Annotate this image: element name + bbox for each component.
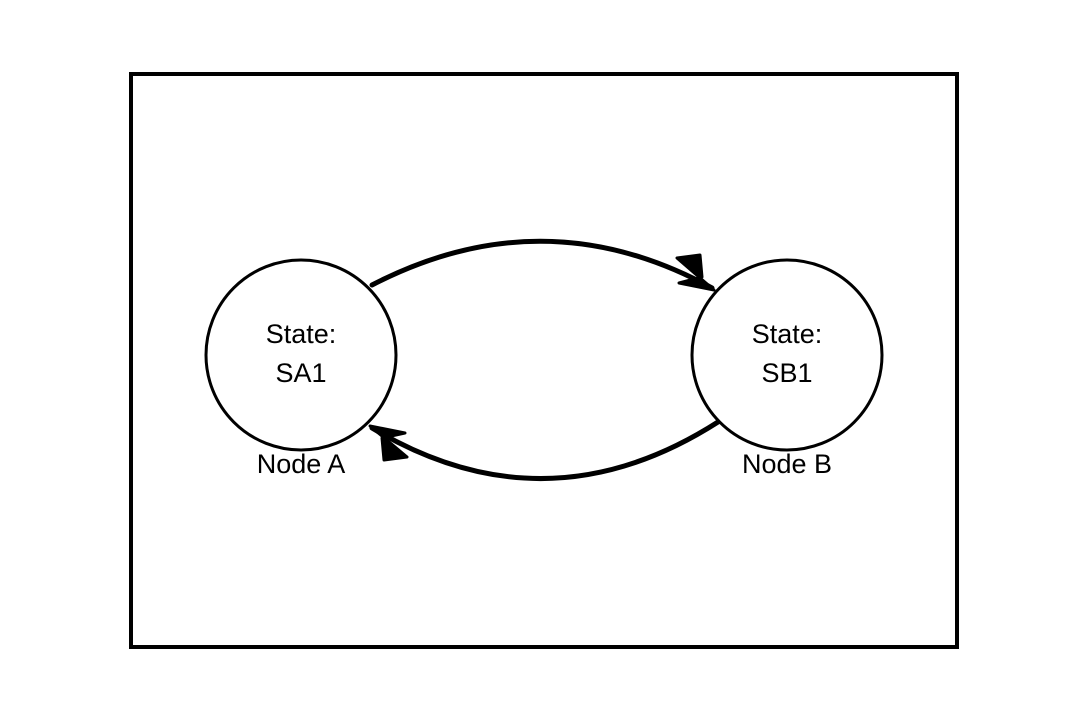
node-a[interactable]: State: SA1 Node A [204, 258, 398, 479]
edge-node-b-to-node-a[interactable] [368, 419, 721, 481]
node-b-caption: Node B [742, 449, 832, 479]
edge-node-a-to-node-b[interactable] [369, 238, 716, 292]
node-b-state-label-line1: State: [752, 319, 823, 349]
node-a-circle[interactable] [204, 258, 398, 452]
edge-a-to-b-arrowhead-icon [675, 253, 716, 292]
node-a-state-label-line1: State: [266, 319, 337, 349]
edge-b-to-a-curve [369, 419, 721, 481]
edge-a-to-b-curve [369, 238, 715, 291]
edge-b-to-a-arrowhead-icon [368, 424, 409, 462]
node-a-state-label-line2: SA1 [275, 358, 326, 388]
node-b-state-label-line2: SB1 [761, 358, 812, 388]
node-a-caption: Node A [257, 449, 346, 479]
node-b[interactable]: State: SB1 Node B [690, 258, 884, 479]
node-b-circle[interactable] [690, 258, 884, 452]
